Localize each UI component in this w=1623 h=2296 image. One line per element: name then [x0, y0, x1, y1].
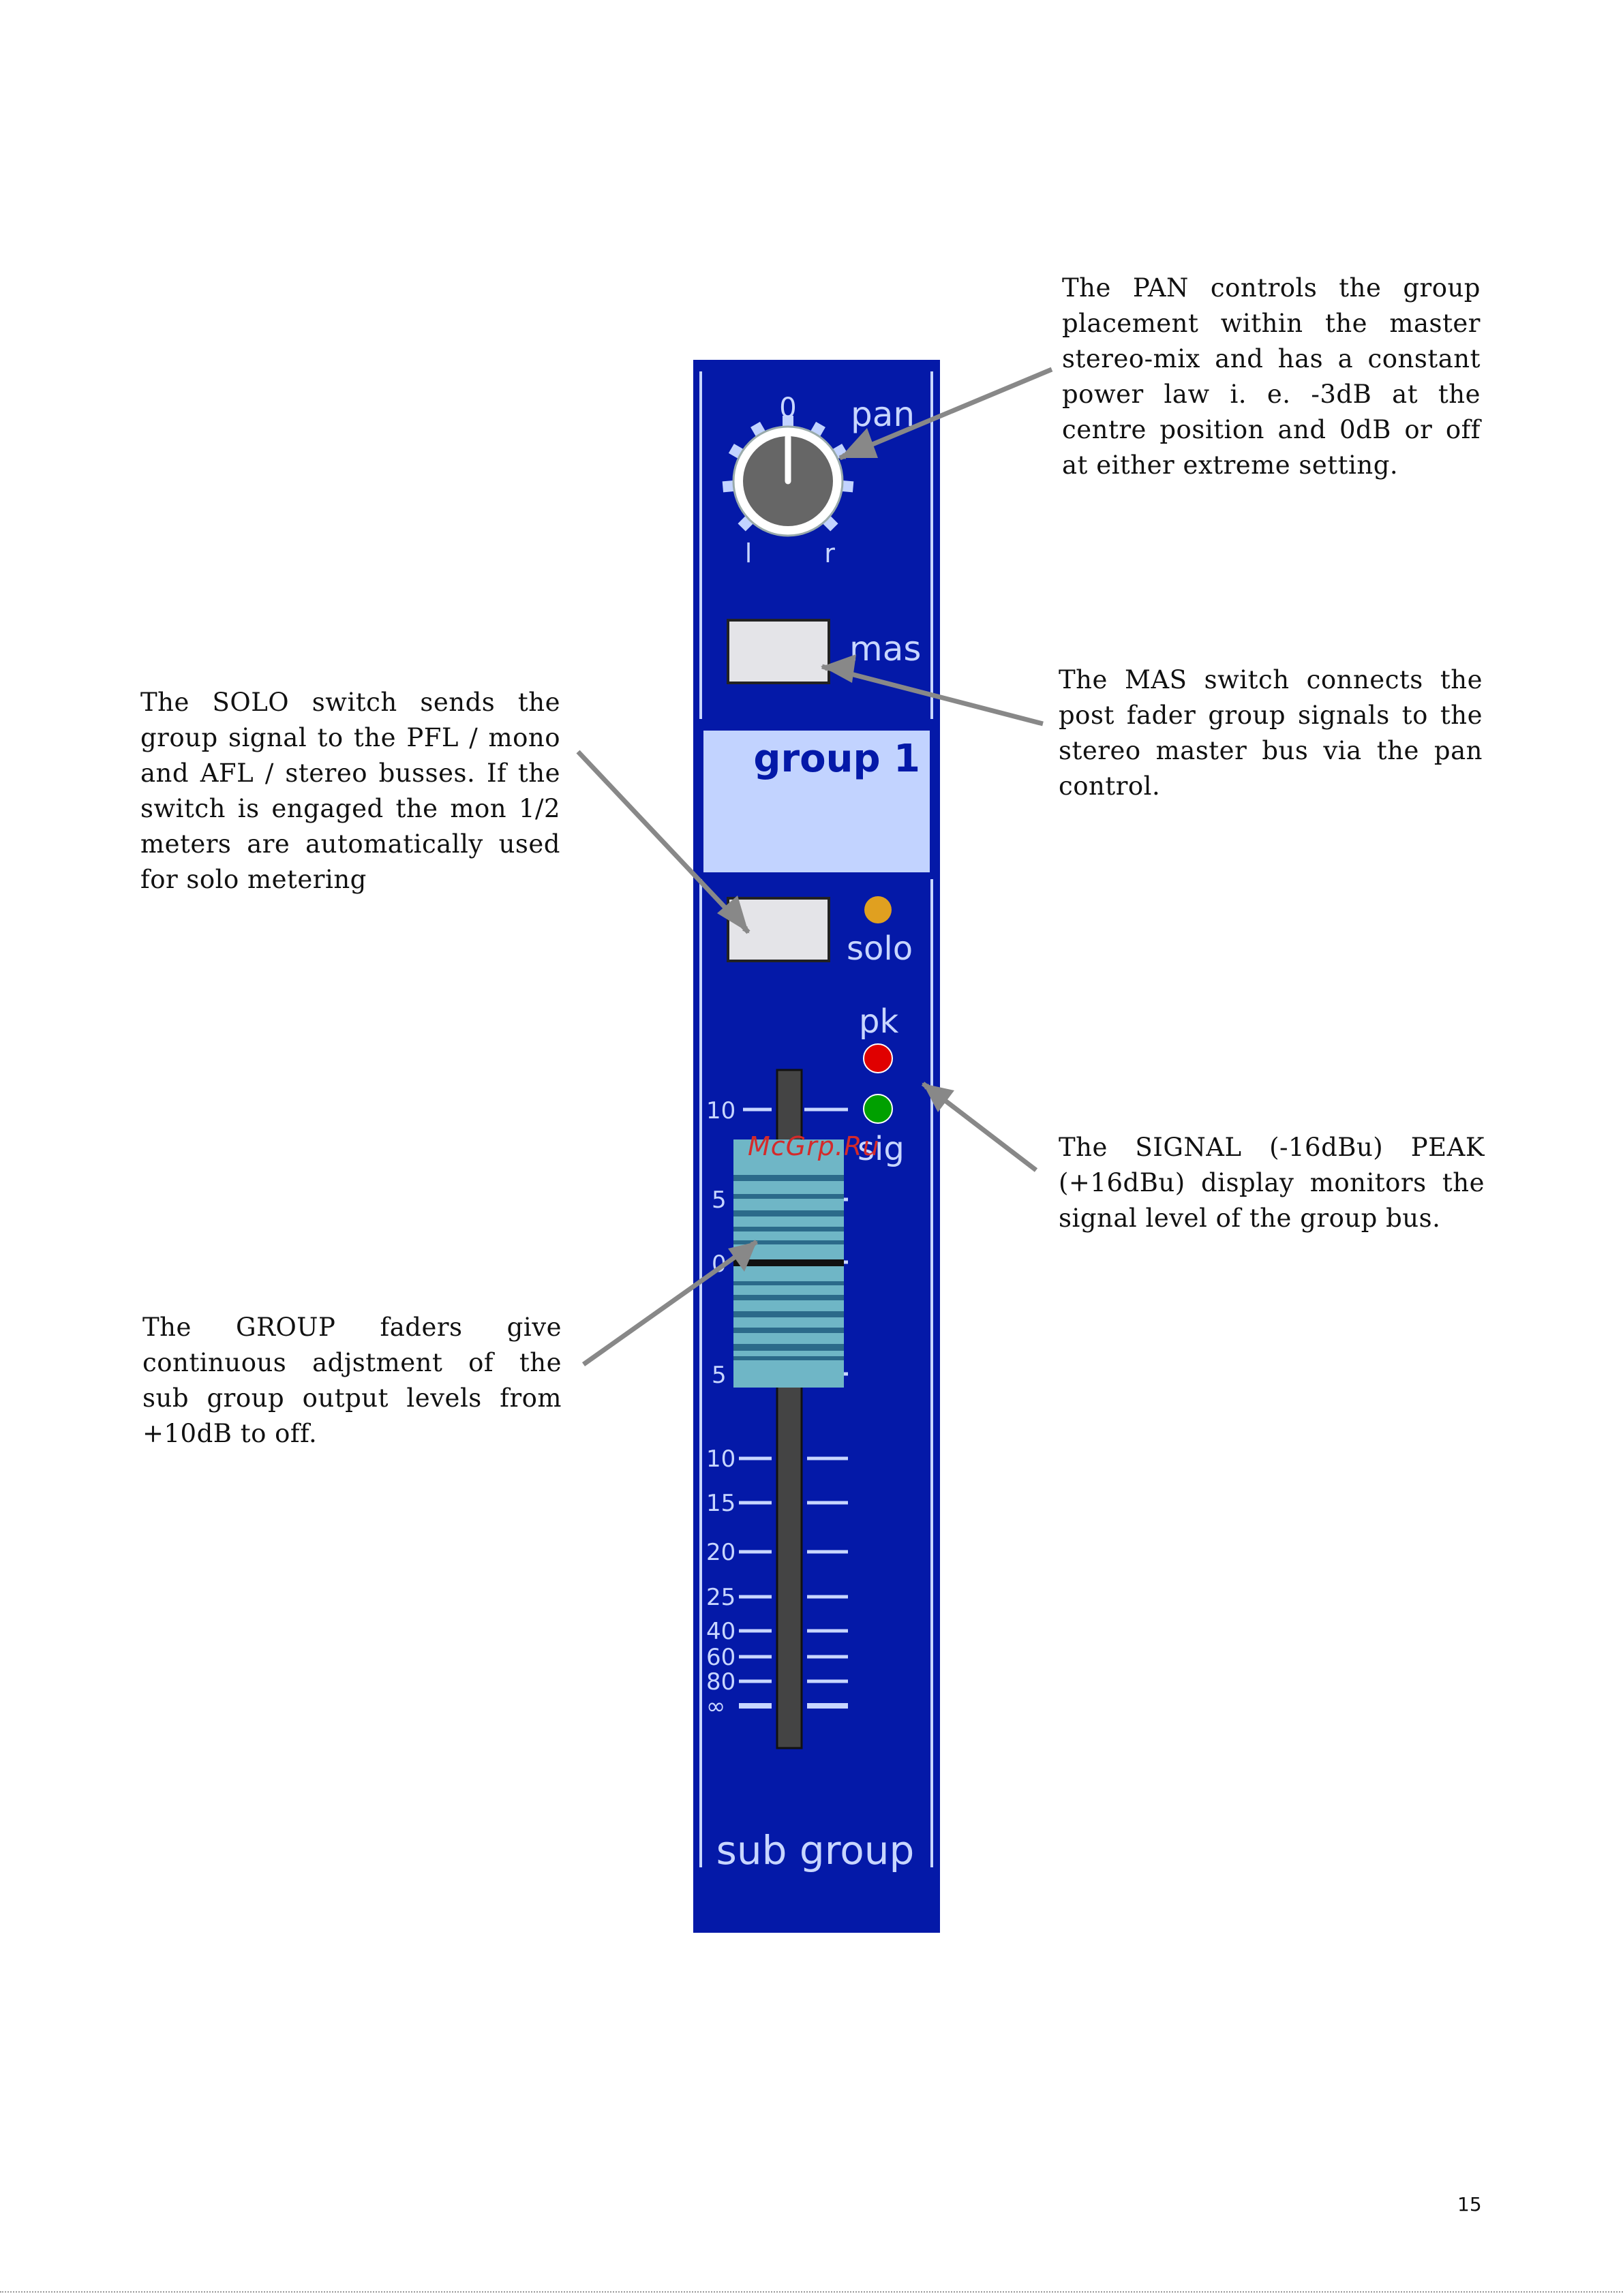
svg-text:60: 60 — [706, 1644, 735, 1671]
group-arrowhead — [728, 1242, 757, 1272]
svg-text:80: 80 — [706, 1668, 735, 1696]
pan-center-label: 0 — [779, 393, 796, 424]
peak-label: pk — [859, 1002, 898, 1041]
svg-text:25: 25 — [706, 1584, 735, 1611]
svg-text:10: 10 — [706, 1445, 735, 1473]
mas-annotation: The MAS switch connects the post fader g… — [1059, 665, 1483, 801]
signal-arrowhead — [923, 1084, 954, 1112]
svg-text:15: 15 — [706, 1490, 735, 1517]
signal-annotation: The SIGNAL (-16dBu) PEAK (+16dBu) displa… — [1059, 1133, 1485, 1233]
pan-annotation: The PAN controls the group placement wit… — [1062, 273, 1481, 480]
svg-text:10: 10 — [706, 1097, 735, 1124]
pan-right-label: r — [824, 538, 835, 568]
strip-footer-label: sub group — [716, 1827, 915, 1873]
fader-scale-labels: 10 5 0 5 10 15 20 25 40 60 80 ∞ — [706, 1097, 735, 1720]
callout-arrows — [576, 367, 1053, 1366]
signal-led — [863, 1094, 893, 1124]
peak-led — [863, 1043, 893, 1073]
pan-callout-arrow — [838, 367, 1053, 461]
fader-cap-line — [733, 1259, 844, 1266]
svg-text:5: 5 — [712, 1362, 727, 1389]
pan-knob[interactable] — [722, 416, 854, 537]
signal-label: sig — [858, 1130, 905, 1168]
svg-text:20: 20 — [706, 1539, 735, 1566]
group-fader-annotation: The GROUP faders give continuous adjstme… — [142, 1313, 562, 1448]
channel-name: group 1 — [753, 737, 920, 781]
page-number: 15 — [1457, 2193, 1482, 2216]
pan-left-label: l — [745, 538, 753, 568]
mas-arrowhead — [822, 654, 856, 683]
solo-led — [864, 896, 892, 923]
mas-switch[interactable] — [727, 619, 830, 684]
solo-annotation: The SOLO switch sends the group signal t… — [140, 688, 560, 894]
svg-text:∞: ∞ — [706, 1693, 725, 1720]
mas-callout-arrow — [821, 664, 1044, 726]
solo-arrowhead — [717, 896, 748, 932]
pan-label: pan — [851, 395, 915, 434]
svg-text:40: 40 — [706, 1618, 735, 1645]
svg-text:5: 5 — [712, 1187, 727, 1214]
mas-label: mas — [849, 629, 921, 669]
watermark-logo: McGrp.Ru — [748, 1131, 880, 1161]
solo-label: solo — [847, 930, 913, 968]
channel-name-panel — [703, 731, 930, 872]
pan-arrowhead — [840, 428, 878, 458]
group-fader[interactable] — [733, 1139, 844, 1388]
group-callout-arrow — [581, 1240, 759, 1366]
page-bottom-rule — [0, 2291, 1623, 2294]
solo-callout-arrow — [576, 750, 750, 934]
